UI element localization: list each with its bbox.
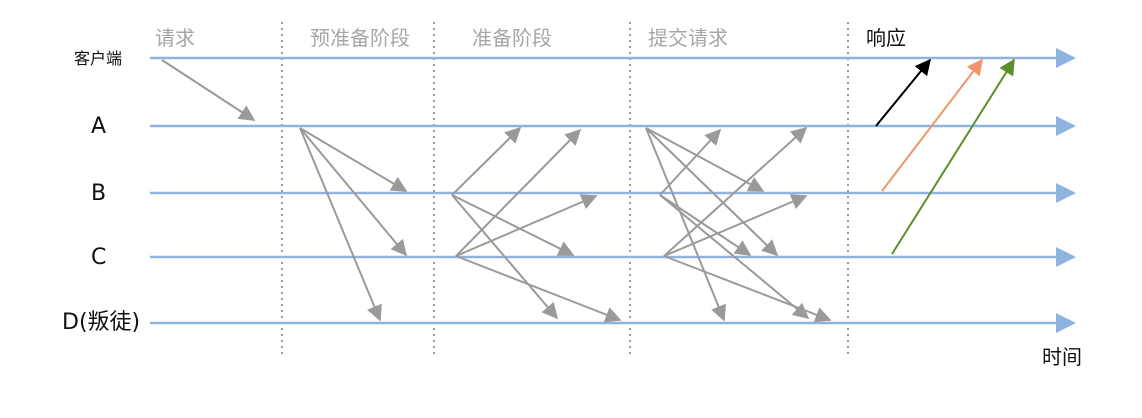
phase-label-request: 请求 xyxy=(155,26,195,50)
msg-preprepare-a-to-b xyxy=(299,127,408,192)
msg-commit-b-to-c xyxy=(659,194,752,256)
msg-prepare-b-to-c xyxy=(451,194,575,256)
request-messages xyxy=(161,59,256,121)
msg-commit-a-to-b xyxy=(645,127,765,192)
msg-reply-c-to-client xyxy=(891,58,1015,255)
node-label-c: C xyxy=(91,245,106,270)
msg-request-client-to-a xyxy=(161,59,256,121)
phase-label-prepare: 准备阶段 xyxy=(472,26,552,50)
timelines xyxy=(150,48,1076,333)
msg-prepare-c-to-b xyxy=(455,194,598,257)
msg-commit-c-to-a xyxy=(663,126,808,257)
msg-reply-b-to-client xyxy=(881,58,983,192)
msg-prepare-c-to-a xyxy=(455,128,582,257)
msg-prepare-b-to-d xyxy=(451,194,559,320)
msg-commit-b-to-d xyxy=(659,194,810,320)
node-labels: 客户端 A B C D(叛徒) xyxy=(62,49,140,335)
msg-commit-c-to-b xyxy=(663,194,808,257)
node-label-b: B xyxy=(91,181,106,206)
prepare-messages xyxy=(451,126,622,323)
msg-prepare-c-to-d xyxy=(455,255,622,323)
msg-commit-a-to-d xyxy=(645,127,726,322)
msg-commit-a-to-c xyxy=(645,127,779,257)
msg-commit-c-to-d xyxy=(663,255,832,323)
reply-messages xyxy=(875,58,1015,255)
phase-label-reply: 响应 xyxy=(866,26,906,50)
node-label-d: D(叛徒) xyxy=(62,310,140,335)
node-label-a: A xyxy=(91,114,106,139)
pre-prepare-messages xyxy=(299,127,408,322)
phase-label-commit: 提交请求 xyxy=(648,26,728,50)
msg-preprepare-a-to-c xyxy=(299,127,408,257)
node-label-client: 客户端 xyxy=(74,49,122,68)
commit-messages xyxy=(645,126,832,323)
msg-commit-b-to-a xyxy=(659,128,722,196)
phase-dividers xyxy=(281,22,849,355)
msg-reply-a-to-client xyxy=(875,58,932,127)
phase-labels: 请求 预准备阶段 准备阶段 提交请求 响应 xyxy=(155,26,906,50)
msg-prepare-b-to-a xyxy=(451,126,522,196)
msg-preprepare-a-to-d xyxy=(299,127,382,322)
phase-label-pre-prepare: 预准备阶段 xyxy=(310,26,410,50)
time-axis-label: 时间 xyxy=(1042,345,1082,369)
